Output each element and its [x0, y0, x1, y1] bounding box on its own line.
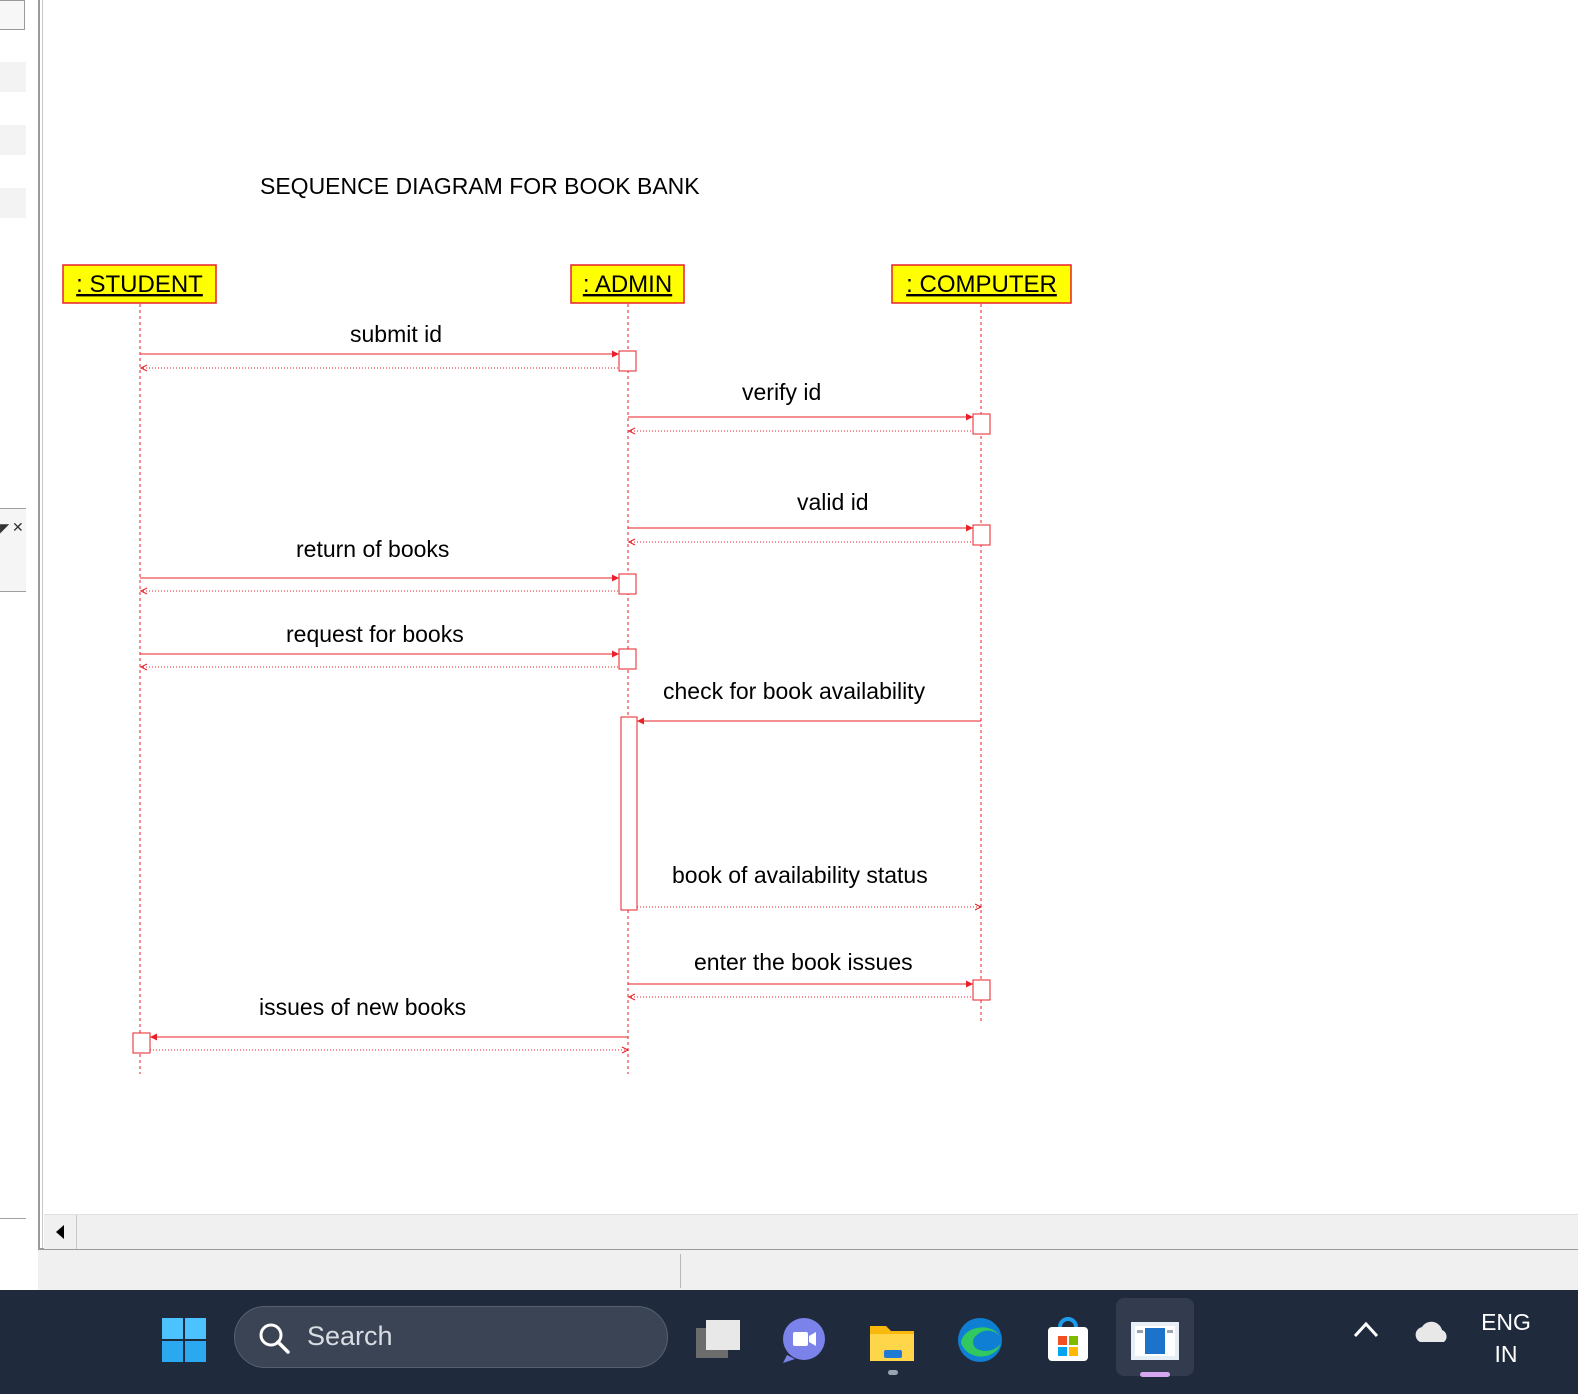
activation-box — [618, 648, 637, 670]
return-arrowhead — [139, 663, 148, 671]
return-arrowhead — [974, 903, 983, 911]
left-panel-header — [0, 0, 25, 30]
docked-panel-titlebar: ◤ ✕ — [0, 508, 26, 592]
message-label: submit id — [350, 321, 442, 347]
diagram-canvas[interactable]: SEQUENCE DIAGRAM FOR BOOK BANK : STUDENT… — [38, 0, 1578, 1250]
activation-box — [618, 350, 637, 372]
windows-start-icon[interactable] — [156, 1312, 212, 1368]
message-label: issues of new books — [259, 994, 466, 1020]
diagram-title: SEQUENCE DIAGRAM FOR BOOK BANK — [260, 173, 700, 199]
arrowhead — [150, 1033, 157, 1041]
tray-chevron-icon[interactable] — [1352, 1318, 1380, 1345]
message-label: book of availability status — [672, 862, 928, 888]
horizontal-scrollbar[interactable] — [44, 1214, 1578, 1249]
status-bar — [38, 1252, 1578, 1290]
activation-box — [972, 413, 991, 435]
diagram-app-icon[interactable] — [1127, 1312, 1183, 1368]
activation-box — [618, 573, 637, 595]
file-explorer-icon[interactable] — [864, 1312, 920, 1368]
lifeline-object-box — [891, 264, 1072, 304]
lifeline-object-box — [570, 264, 685, 304]
return-arrowhead — [627, 538, 636, 546]
lifeline-object-label: : ADMIN — [583, 271, 672, 298]
arrowhead — [612, 574, 619, 582]
message-label: request for books — [286, 621, 464, 647]
activation-box — [132, 1032, 151, 1054]
left-panel-row — [0, 188, 26, 218]
store-icon[interactable] — [1040, 1312, 1096, 1368]
caret-left-icon — [56, 1225, 64, 1239]
lifeline-object-label: : STUDENT — [76, 271, 203, 298]
return-arrowhead — [627, 993, 636, 1001]
return-arrowhead — [621, 1046, 630, 1054]
arrowhead — [966, 413, 973, 421]
lifeline-object-label: : COMPUTER — [906, 271, 1057, 298]
search-placeholder: Search — [307, 1321, 393, 1351]
windows-taskbar: Search ENG IN — [0, 1290, 1578, 1394]
arrowhead — [637, 717, 644, 725]
onedrive-cloud-icon[interactable] — [1412, 1318, 1452, 1349]
activation-box — [972, 979, 991, 1001]
language-indicator[interactable]: ENG IN — [1474, 1306, 1538, 1370]
scroll-left-button[interactable] — [44, 1215, 77, 1249]
message-label: return of books — [296, 536, 449, 562]
sequence-diagram: SEQUENCE DIAGRAM FOR BOOK BANK : STUDENT… — [62, 173, 1072, 1074]
message-label: verify id — [742, 379, 821, 405]
arrowhead — [612, 350, 619, 358]
message-label: valid id — [797, 489, 869, 515]
arrowhead — [612, 650, 619, 658]
status-divider — [680, 1254, 681, 1288]
return-arrowhead — [139, 587, 148, 595]
left-side-panel: ◤ ✕ — [0, 0, 38, 1290]
return-arrowhead — [627, 427, 636, 435]
region-code: IN — [1494, 1341, 1518, 1367]
message-label: enter the book issues — [694, 949, 913, 975]
pin-icon[interactable]: ◤ — [0, 521, 10, 535]
left-panel-row — [0, 125, 26, 155]
panel-divider — [0, 1218, 26, 1219]
task-view-icon[interactable] — [690, 1312, 746, 1368]
activation-box — [620, 716, 638, 911]
lifeline-object-box — [62, 264, 217, 304]
close-icon[interactable]: ✕ — [12, 519, 24, 535]
search-icon — [257, 1321, 291, 1360]
edge-icon[interactable] — [952, 1312, 1008, 1368]
return-arrowhead — [139, 364, 148, 372]
message-label: check for book availability — [663, 678, 926, 704]
chat-icon[interactable] — [776, 1312, 832, 1368]
activation-box — [972, 524, 991, 546]
arrowhead — [966, 980, 973, 988]
running-indicator — [888, 1370, 898, 1375]
arrowhead — [966, 524, 973, 532]
language-code: ENG — [1481, 1309, 1531, 1335]
taskbar-search-box[interactable]: Search — [234, 1306, 668, 1368]
left-panel-row — [0, 62, 26, 92]
running-indicator — [1140, 1372, 1170, 1377]
